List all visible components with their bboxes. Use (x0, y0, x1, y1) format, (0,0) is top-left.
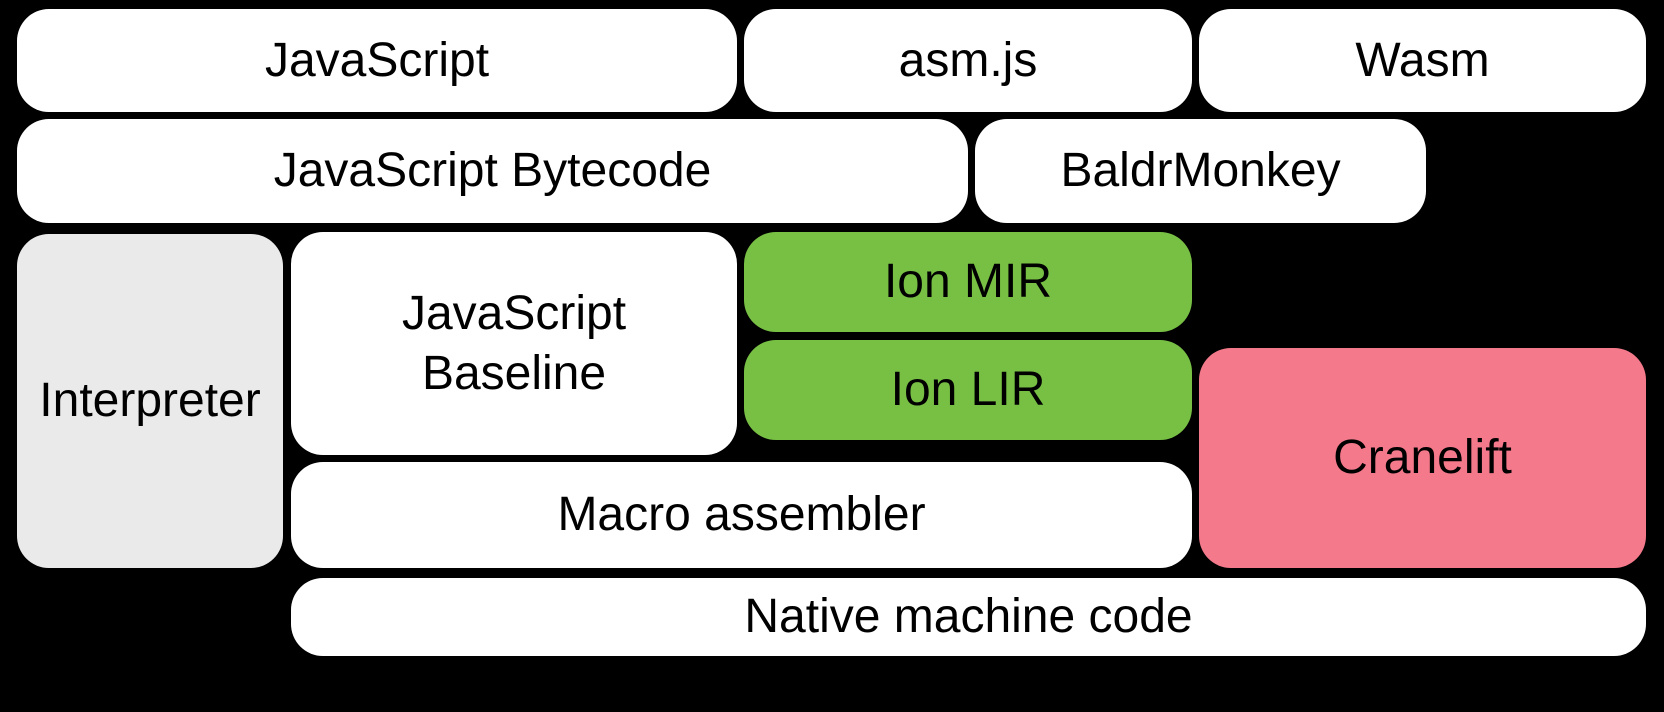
ion-mir-box: Ion MIR (744, 232, 1192, 332)
ion-lir-label: Ion LIR (890, 363, 1046, 416)
cranelift-label: Cranelift (1333, 431, 1512, 484)
cranelift-box: Cranelift (1199, 348, 1646, 568)
macro-assembler-box: Macro assembler (291, 462, 1192, 568)
baldrmonkey-box: BaldrMonkey (975, 119, 1426, 223)
macro-assembler-label: Macro assembler (557, 488, 926, 541)
ion-mir-label: Ion MIR (883, 255, 1053, 308)
javascript-label: JavaScript (264, 33, 490, 87)
javascript-bytecode-box: JavaScript Bytecode (17, 119, 968, 223)
asm-js-label: asm.js (898, 33, 1038, 87)
javascript-bytecode-label: JavaScript Bytecode (273, 144, 712, 197)
baldrmonkey-label: BaldrMonkey (1060, 144, 1341, 197)
native-machine-code-label: Native machine code (744, 590, 1193, 643)
native-machine-code-box: Native machine code (291, 578, 1646, 656)
interpreter-label: Interpreter (39, 374, 261, 427)
ion-lir-box: Ion LIR (744, 340, 1192, 440)
interpreter-box: Interpreter (17, 234, 283, 568)
javascript-baseline-box: JavaScript Baseline (291, 232, 737, 455)
wasm-label: Wasm (1355, 33, 1490, 87)
wasm-box: Wasm (1199, 9, 1646, 112)
asm-js-box: asm.js (744, 9, 1192, 112)
javascript-baseline-label: JavaScript Baseline (401, 286, 627, 400)
javascript-box: JavaScript (17, 9, 737, 112)
